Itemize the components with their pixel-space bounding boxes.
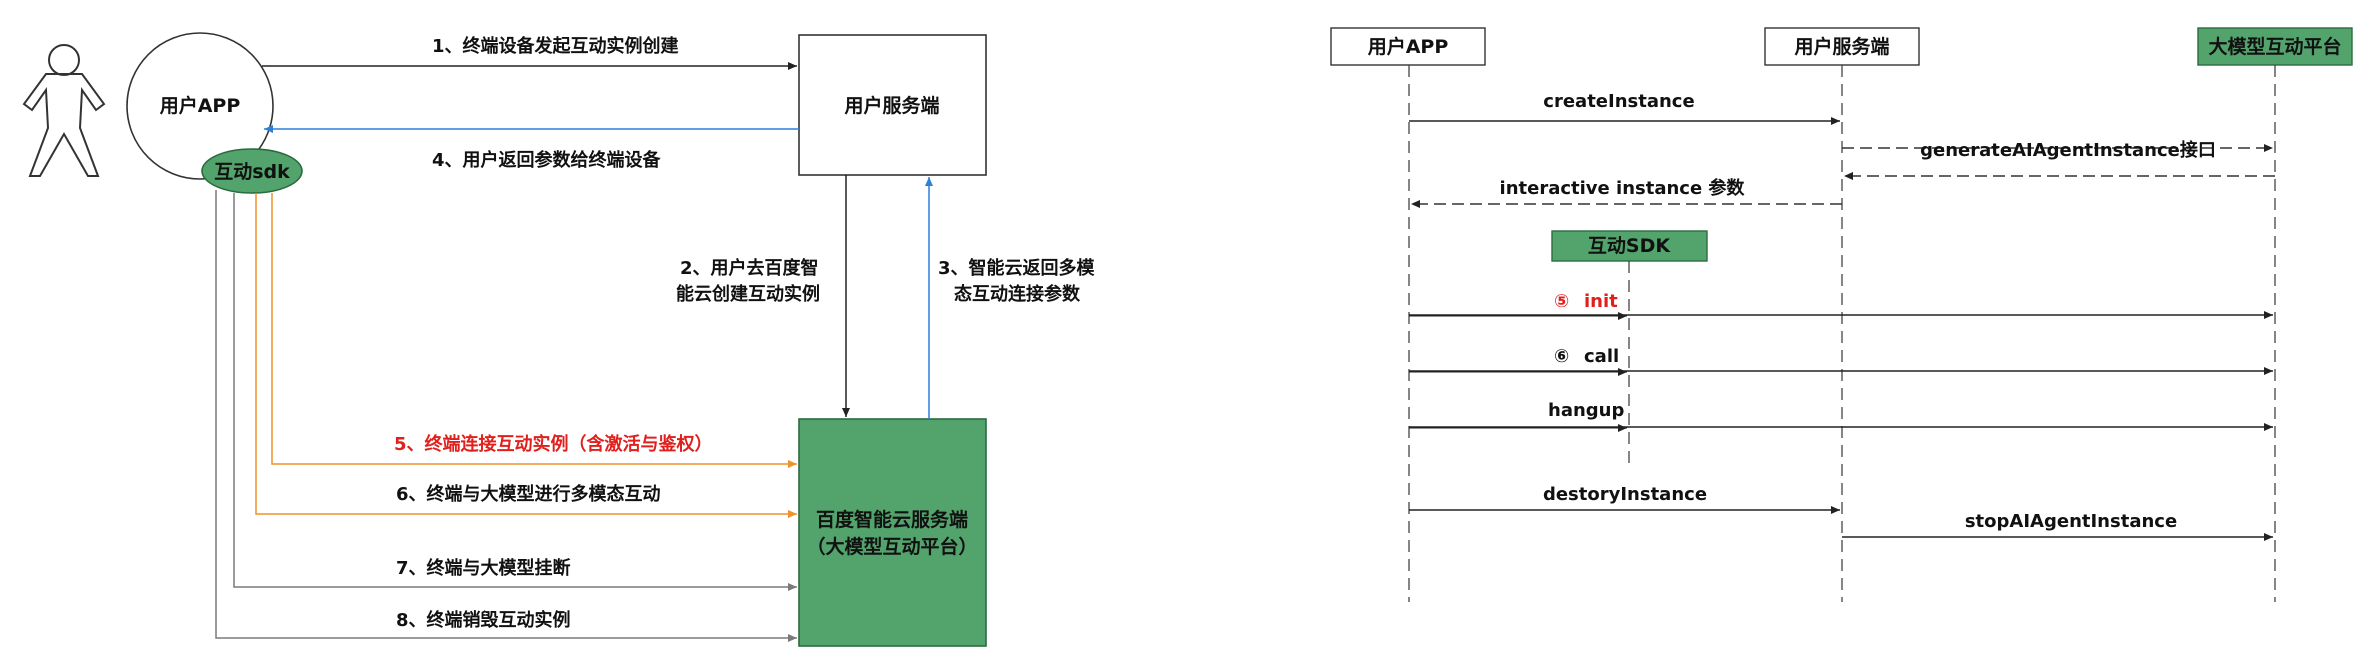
label-step8: 8、终端销毁互动实例 bbox=[396, 609, 571, 631]
user-server-label: 用户服务端 bbox=[844, 94, 939, 117]
sdk-ellipse bbox=[201, 148, 303, 194]
msg-interactive-label: interactive instance 参数 bbox=[1500, 177, 1746, 199]
msg-init-label: init bbox=[1584, 291, 1618, 312]
msg-call-number: ⑥ bbox=[1554, 346, 1569, 367]
label-step3-line2: 态互动连接参数 bbox=[954, 283, 1081, 305]
label-step1: 1、终端设备发起互动实例创建 bbox=[432, 35, 679, 57]
participant-server-label: 用户服务端 bbox=[1794, 35, 1889, 58]
user-app-circle bbox=[126, 32, 274, 180]
baidu-server-label-line2: （大模型互动平台） bbox=[806, 535, 977, 558]
left-flow-diagram: 用户APP 互动sdk 用户服务端 百度智能云服务端 （大模型互动平台） 1、终… bbox=[22, 32, 1096, 647]
msg-create-label: createInstance bbox=[1543, 91, 1694, 112]
user-app-label: 用户APP bbox=[160, 94, 241, 117]
participant-platform-box bbox=[2197, 27, 2353, 66]
participant-platform-label: 大模型互动平台 bbox=[2208, 35, 2341, 58]
label-step4: 4、用户返回参数给终端设备 bbox=[432, 149, 662, 171]
arrow-step5 bbox=[271, 193, 797, 468]
msg-call-label: call bbox=[1584, 346, 1619, 367]
label-step6: 6、终端与大模型进行多模态互动 bbox=[396, 483, 661, 505]
msg-init-number: ⑤ bbox=[1554, 291, 1569, 312]
baidu-server-box bbox=[798, 418, 987, 647]
participant-sdk-box bbox=[1551, 230, 1708, 262]
label-step7: 7、终端与大模型挂断 bbox=[396, 557, 571, 579]
msg-generate-label: generateAIAgentInstance接口 bbox=[1920, 139, 2216, 161]
msg-destory-label: destoryInstance bbox=[1543, 484, 1707, 505]
user-server-box bbox=[798, 34, 987, 176]
participant-server-box bbox=[1764, 27, 1920, 66]
label-step2-line2: 能云创建互动实例 bbox=[676, 283, 820, 305]
label-step3-line1: 3、智能云返回多模 bbox=[938, 257, 1096, 279]
arrow-step7 bbox=[233, 193, 797, 591]
participant-sdk-label: 互动SDK bbox=[1588, 235, 1671, 257]
participant-app-box bbox=[1330, 27, 1486, 66]
baidu-server-label-line1: 百度智能云服务端 bbox=[816, 508, 968, 531]
msg-hangup-label: hangup bbox=[1548, 400, 1624, 421]
sdk-label: 互动sdk bbox=[214, 161, 290, 183]
arrow-step8 bbox=[215, 190, 797, 642]
participant-app-label: 用户APP bbox=[1368, 35, 1449, 58]
user-figure-icon bbox=[22, 44, 106, 177]
sequence-diagram: 用户APP 用户服务端 大模型互动平台 互动SDK createInstance… bbox=[1330, 27, 2353, 602]
label-step5: 5、终端连接互动实例（含激活与鉴权） bbox=[394, 433, 713, 455]
label-step2-line1: 2、用户去百度智 bbox=[680, 257, 819, 279]
msg-stop-label: stopAIAgentInstance bbox=[1965, 511, 2177, 532]
arrow-step6 bbox=[255, 193, 797, 518]
